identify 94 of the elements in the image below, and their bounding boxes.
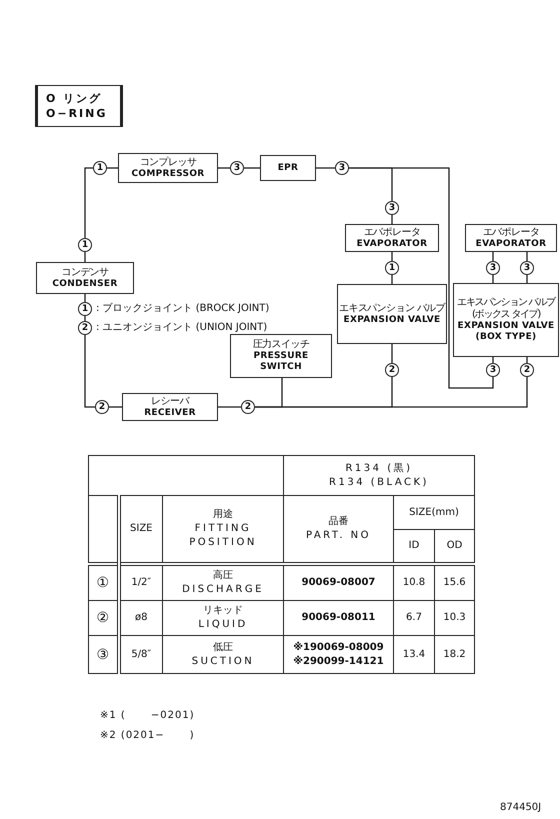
component-box [36,262,134,294]
table-text: 6.7 [405,611,423,625]
japanese-label: エバポレータ [482,226,540,238]
component-box [337,284,447,344]
component-box [122,393,218,421]
legend-box [35,85,123,127]
table-text: ※190069-08009 [292,640,385,654]
callout-number: 3 [335,161,349,175]
table-text: 13.4 [402,648,426,662]
table-text: 90069-08007 [300,576,376,590]
table-text: 18.2 [442,648,467,662]
pipe-line [109,406,122,408]
pipe-line [255,378,283,408]
table-text: 90069-08011 [300,611,376,625]
japanese-label: (ボックス タイプ) [472,309,540,321]
table-text: リキッド [202,604,244,618]
pipe-line [84,167,93,238]
pipe-line [218,406,241,408]
callout-number: 1 [93,161,107,175]
callout-number: 1 [385,261,399,275]
table-text: OD [446,538,464,553]
component-box [230,334,332,378]
japanese-label: コンプレッサ [140,156,196,168]
component-box [345,224,439,252]
table-text: 10.8 [402,576,426,590]
legend-text: O リング [46,91,102,106]
japanese-label: コンデンサ [61,266,108,278]
callout-number: 3 [486,261,500,275]
table-text: 高圧 [212,568,234,583]
japanese-label: エキスパンション バルブ [339,302,445,314]
table-text: ø8 [134,611,148,625]
table-text: ③ [95,648,110,662]
drawing-number: 874450J [500,802,542,813]
callout-number: 2 [95,400,109,414]
component-label: COMPRESSOR [131,168,205,180]
callout-number: 3 [520,261,534,275]
component-label: PRESSURE SWITCH [252,351,310,373]
table-text: SIZE(mm) [408,506,460,520]
callout-number: 2 [520,363,534,377]
joint-type-note: : ブロックジョイント (BROCK JOINT) [96,303,270,315]
component-label: EVAPORATOR [476,238,546,250]
pipe-line [107,167,118,169]
legend-text: O−RING [46,106,108,121]
table-text: SUCTION [190,654,256,668]
pipe-line [391,344,393,363]
table-text: R134 (BLACK) [328,476,430,490]
table-text: SIZE [129,522,154,536]
table-text: PART. NO [304,528,372,543]
callout-number: 2 [78,321,92,335]
table-text: 品番 [328,514,350,529]
component-box [453,283,559,357]
table-text: ② [95,611,110,625]
pipe-line [244,167,260,169]
component-box [260,155,316,181]
component-box [118,153,218,183]
table-text: ① [95,576,110,590]
component-label: RECEIVER [144,408,196,418]
pipe-line [84,252,86,262]
japanese-label: 圧力スイッチ [252,339,310,351]
table-text: ID [408,538,420,553]
callout-number: 1 [78,238,92,252]
table-text: LIQUID [197,618,249,632]
footnote: ※2 (0201− ) [100,730,195,741]
callout-number: 3 [385,201,399,215]
component-label: CONDENSER [52,278,118,290]
japanese-label: エキスパンション バルブ [457,297,555,308]
joint-type-note: : ユニオンジョイント (UNION JOINT) [96,322,268,334]
callout-number: 2 [385,363,399,377]
component-box [465,224,557,252]
pipe-line [84,335,95,408]
callout-number: 1 [78,302,92,316]
table-text: 用途 [212,508,234,522]
table-text: 低圧 [212,640,234,654]
component-label: EXPANSION VALVE [344,314,440,326]
component-label: EVAPORATOR [356,238,428,250]
footnote: ※1 ( −0201) [100,710,195,721]
table-text: DISCHARGE [181,582,265,597]
japanese-label: エバポレータ [364,226,420,238]
pipe-line [349,167,494,389]
japanese-label: レシーバ [151,396,189,408]
table-text: FITTING POSITION [188,522,258,550]
table-text: ※290099-14121 [292,654,385,668]
table-text: R134 (黒) [344,462,414,476]
component-label: EXPANSION VALVE (BOX TYPE) [456,321,556,343]
callout-number: 2 [241,400,255,414]
table-text: 10.3 [442,611,467,625]
table-text: 15.6 [442,576,467,590]
callout-number: 3 [486,363,500,377]
component-label: EPR [278,162,298,174]
pipe-line [218,167,230,169]
callout-number: 3 [230,161,244,175]
pipe-line [316,167,335,169]
table-text: 1/2″ [130,576,152,590]
table-text: 5/8″ [130,648,152,662]
